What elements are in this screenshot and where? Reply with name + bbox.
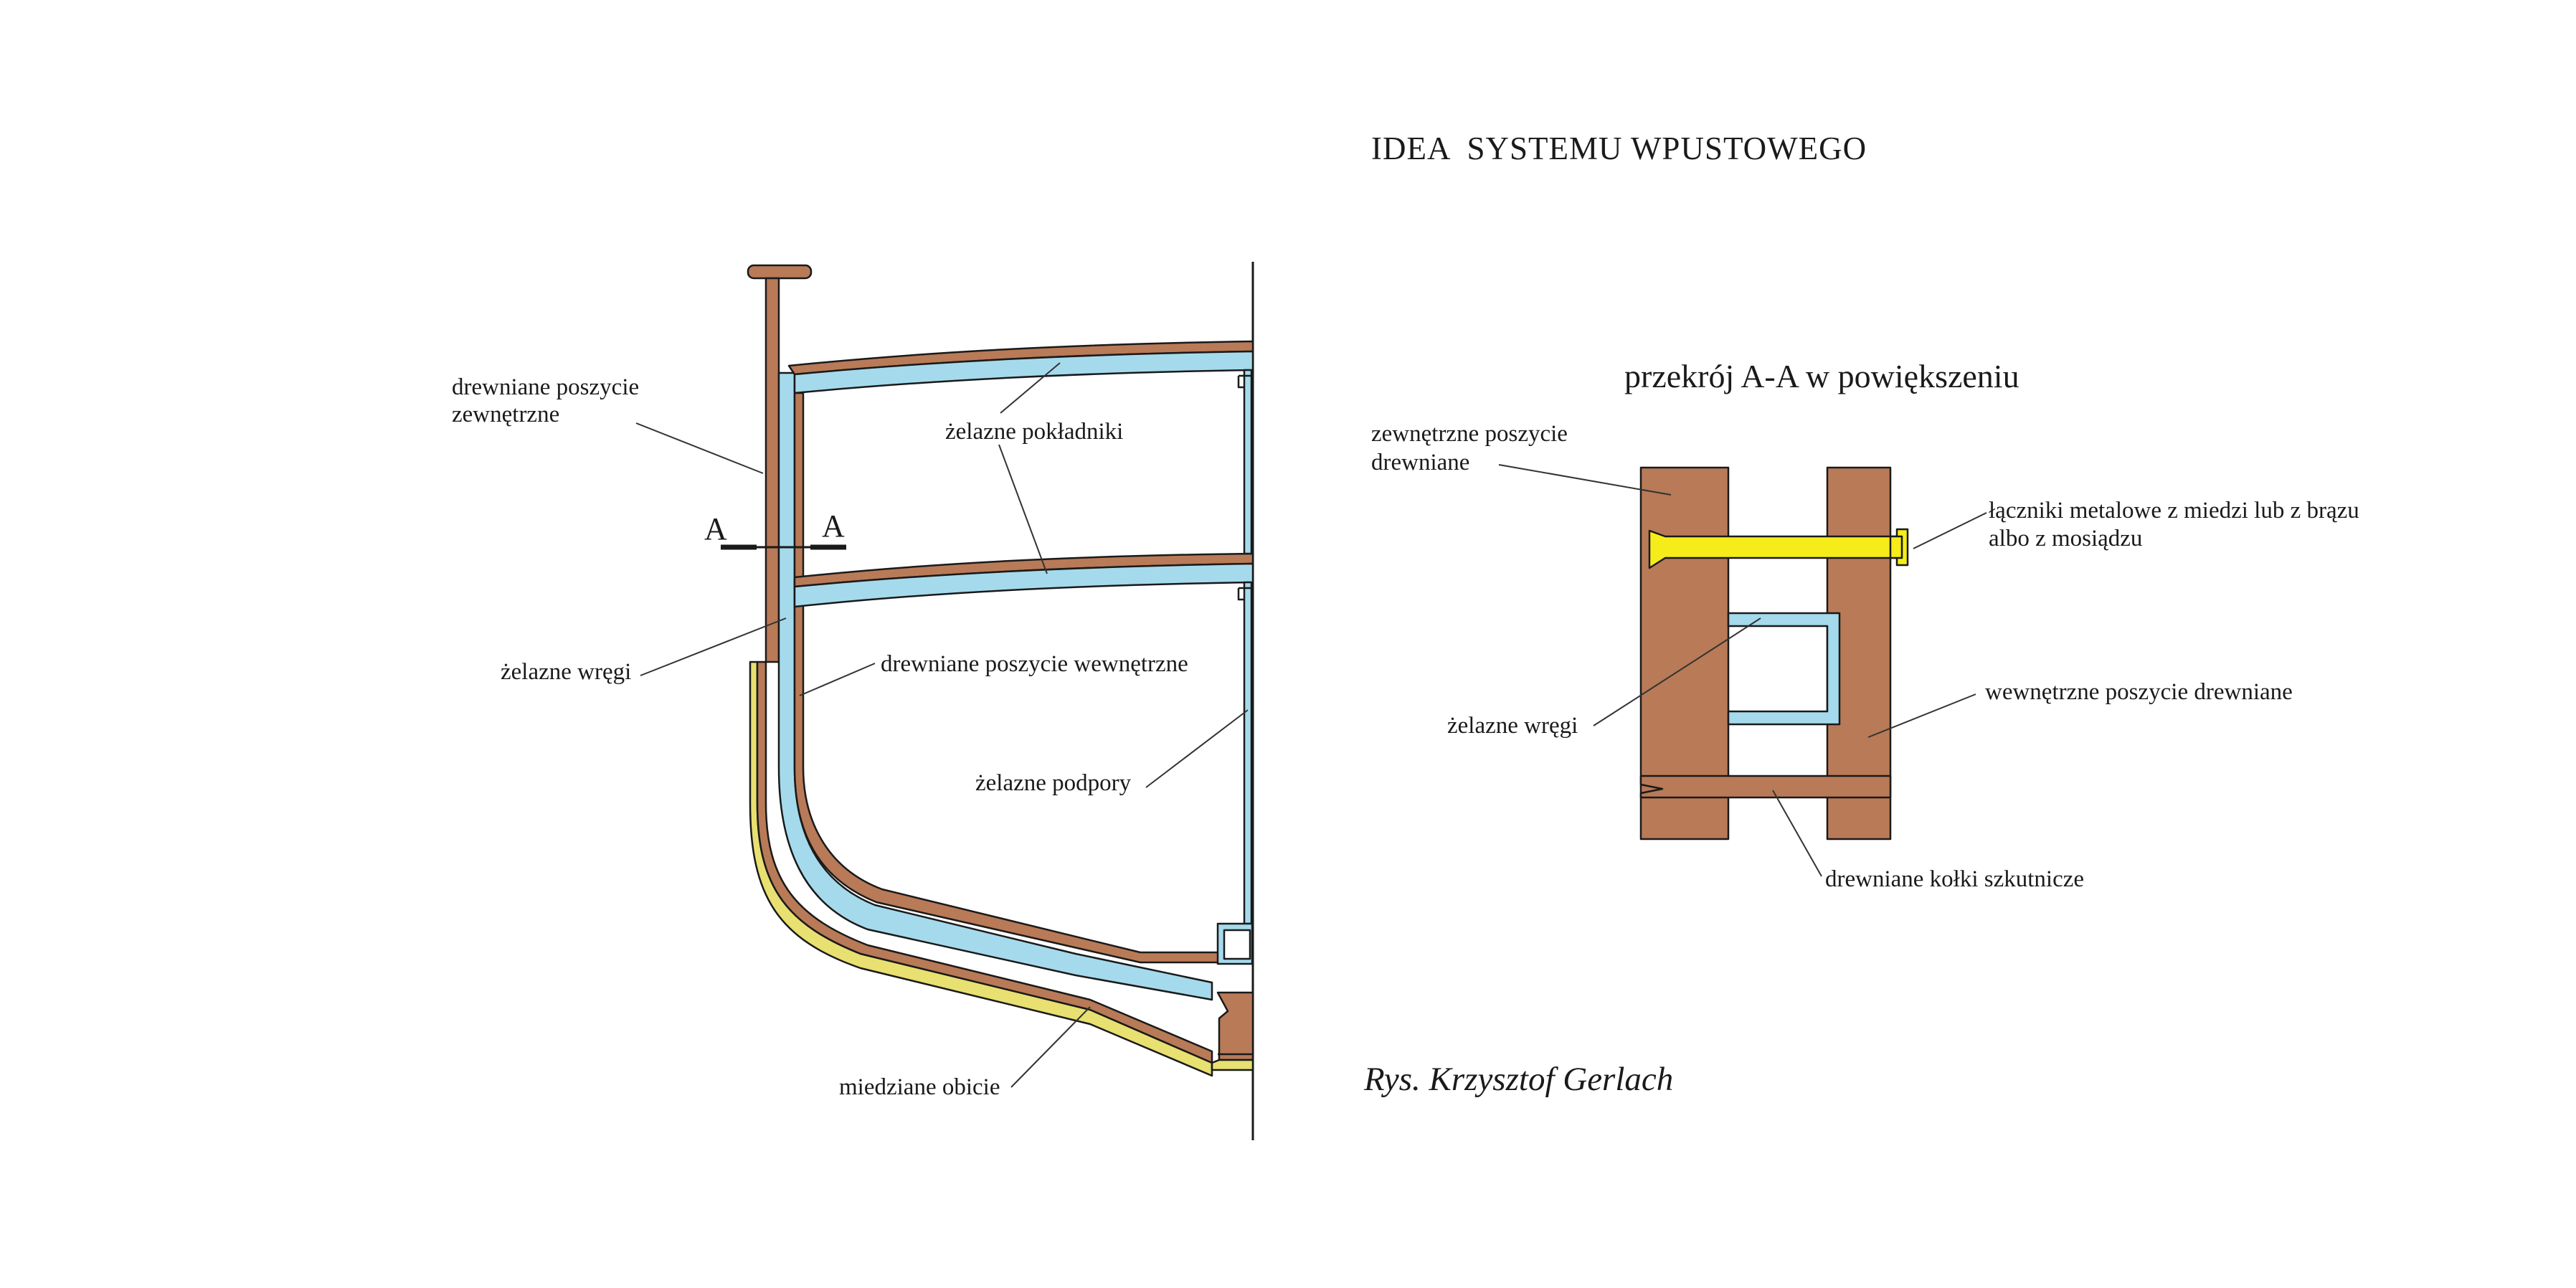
keelson-inner (1223, 929, 1251, 960)
outer-planking-bottom (756, 660, 1213, 1064)
main-leader-lines (635, 362, 1249, 1088)
detail-label-inner-planking: wewnętrzne poszycie drewniane (1985, 679, 2293, 705)
leader-inner-planking (799, 663, 876, 696)
label-outer-planking-1: drewniane poszycie (452, 374, 639, 400)
outer-planking-top (764, 277, 780, 663)
detail-label-iron-frames: żelazne wręgi (1447, 713, 1578, 739)
detail-label-outer-planking-2: drewniane (1371, 450, 1469, 475)
leader-iron-frames (640, 617, 787, 676)
label-iron-pillars: żelazne podpory (975, 770, 1132, 796)
label-iron-frames: żelazne wręgi (501, 659, 631, 685)
detail-label-fasteners-1: łączniki metalowe z miedzi lub z brązu (1989, 498, 2359, 524)
label-inner-planking: drewniane poszycie wewnętrzne (881, 651, 1188, 677)
pillar-bracket-lower (1237, 587, 1251, 601)
label-copper-sheathing: miedziane obicie (839, 1074, 1000, 1100)
leader-iron-beam-upper (1000, 362, 1061, 414)
leader-detail-inner-planking (1867, 693, 1976, 738)
leader-detail-fasteners (1913, 512, 1987, 549)
lower-iron-beam (793, 562, 1254, 608)
leader-iron-pillars (1145, 709, 1249, 788)
label-iron-beams: żelazne pokładniki (945, 419, 1123, 445)
detail-fastener (1648, 528, 1909, 569)
detail-iron-frame (1727, 612, 1841, 726)
rail-cap (747, 264, 813, 280)
keel (1216, 991, 1254, 1061)
detail-label-outer-planking-1: zewnętrzne poszycie (1371, 421, 1568, 447)
section-mark-left: A (704, 511, 727, 546)
inner-planking (793, 392, 1221, 964)
section-detail (1639, 466, 1909, 840)
section-marker: A A (704, 508, 846, 550)
iron-pillar-upper (1243, 369, 1253, 555)
keel-copper (1211, 1059, 1254, 1071)
section-mark-right: A (822, 508, 845, 544)
leader-detail-treenails (1772, 790, 1822, 877)
pillar-bracket-upper (1237, 374, 1251, 389)
leader-outer-planking (635, 422, 764, 474)
upper-iron-beam (793, 350, 1254, 394)
leader-detail-outer-planking (1498, 464, 1672, 496)
iron-pillar-lower (1243, 581, 1253, 925)
detail-treenail (1639, 775, 1892, 799)
detail-label-treenails: drewniane kołki szkutnicze (1825, 866, 2084, 892)
detail-leader-lines (1498, 464, 1987, 877)
section-title: przekrój A-A w powiększeniu (1624, 358, 2019, 394)
label-outer-planking-2: zewnętrzne (452, 402, 559, 427)
author-credit: Rys. Krzysztof Gerlach (1363, 1061, 1673, 1098)
main-labels: drewniane poszycie zewnętrzne żelazne po… (452, 374, 1188, 1100)
leader-copper-sheathing (1010, 1006, 1091, 1088)
hull-cross-section (747, 262, 1254, 1140)
detail-label-fasteners-2: albo z mosiądzu (1989, 526, 2142, 551)
iron-frame (777, 371, 1213, 1001)
diagram-title: IDEA SYSTEMU WPUSTOWEGO (1371, 131, 1867, 166)
leader-iron-beam-lower (998, 444, 1048, 574)
leader-detail-iron-frames (1593, 617, 1761, 726)
detail-labels: zewnętrzne poszycie drewniane łączniki m… (1371, 421, 2359, 892)
detail-fastener-nut (1889, 535, 1903, 559)
